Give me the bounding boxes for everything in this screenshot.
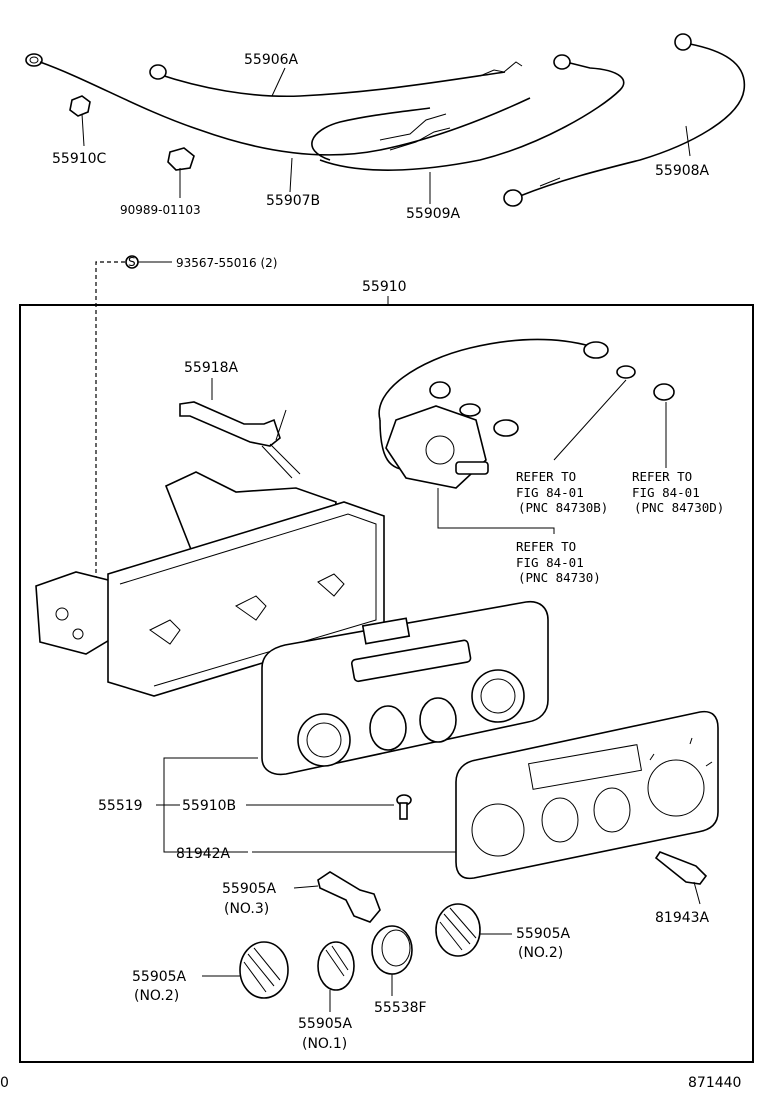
label-knob-no2-right-note: (NO.2) <box>518 945 563 961</box>
knob-55905a-no2-left <box>239 941 289 999</box>
label-55910c: 55910C <box>52 151 107 167</box>
cable-55907b <box>289 157 293 193</box>
knob-55905a-no1 <box>317 941 355 1012</box>
edge-mark: 0 <box>0 1075 9 1091</box>
bulb-81943a <box>654 851 708 905</box>
screw-55910b <box>396 794 412 820</box>
control-panel-55519 <box>261 600 549 776</box>
assembly-frame <box>19 304 754 1063</box>
switch-harness <box>378 338 675 534</box>
label-55918a: 55918A <box>184 360 239 376</box>
figure-number: 871440 <box>688 1075 741 1091</box>
label-55907b: 55907B <box>266 193 320 209</box>
cable-55909a <box>311 54 625 204</box>
screw-symbol: S <box>128 255 136 269</box>
label-55906a: 55906A <box>244 52 299 68</box>
label-55910b: 55910B <box>182 798 236 814</box>
label-55519: 55519 <box>98 798 143 814</box>
label-55909a: 55909A <box>406 206 461 222</box>
cable-55908a <box>503 33 746 207</box>
refer-b-line3: (PNC 84730B) <box>518 500 608 515</box>
refer-b-line2: FIG 84-01 <box>516 485 584 500</box>
refer-d-line2: FIG 84-01 <box>632 485 700 500</box>
knob-55538f <box>371 925 413 996</box>
refer-d-line3: (PNC 84730D) <box>634 500 724 515</box>
label-knob-no1-note: (NO.1) <box>302 1036 347 1052</box>
label-55538f: 55538F <box>374 1000 427 1016</box>
label-knob-no3-code: 55905A <box>222 881 277 897</box>
knob-55905a-no2-right <box>435 903 481 957</box>
knob-55905a-no3 <box>317 871 381 923</box>
label-knob-no3-note: (NO.3) <box>224 901 269 917</box>
label-81942a: 81942A <box>176 846 231 862</box>
callout-bracket <box>156 757 456 853</box>
label-knob-no2-right-code: 55905A <box>516 926 571 942</box>
label-knob-no2-left-code: 55905A <box>132 969 187 985</box>
screw-leader-dashed <box>95 261 125 590</box>
label-55908a: 55908A <box>655 163 710 179</box>
label-55910: 55910 <box>362 279 407 295</box>
refer-line2: FIG 84-01 <box>516 555 584 570</box>
clamp-90989 <box>167 147 195 198</box>
label-knob-no2-left-note: (NO.2) <box>134 988 179 1004</box>
refer-line1: REFER TO <box>516 539 576 554</box>
face-plate-81942a <box>455 710 719 880</box>
lever-55918a <box>179 401 301 479</box>
label-81943a: 81943A <box>655 910 710 926</box>
chassis-frame <box>35 471 385 697</box>
clip-55910c <box>69 95 91 147</box>
label-93567: 93567-55016 (2) <box>176 256 278 270</box>
cable-55906a <box>25 53 531 156</box>
label-knob-no1-code: 55905A <box>298 1016 353 1032</box>
refer-d-line1: REFER TO <box>632 469 692 484</box>
label-90989: 90989-01103 <box>120 203 201 217</box>
refer-b-line1: REFER TO <box>516 469 576 484</box>
refer-line3: (PNC 84730) <box>518 570 601 585</box>
